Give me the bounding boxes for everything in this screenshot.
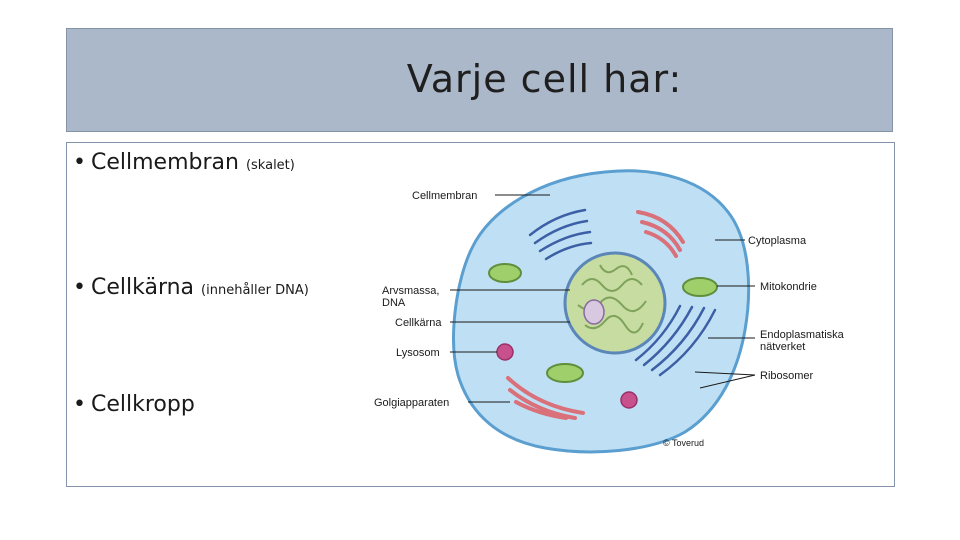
title-banner: Varje cell har: (66, 28, 893, 132)
mitochondrion (546, 363, 584, 383)
label-copyright: © Toverud (663, 438, 704, 448)
label-natverket: nätverket (760, 341, 805, 353)
endoplasmic-reticulum-left (528, 208, 593, 261)
label-cellkarna: Cellkärna (395, 317, 442, 329)
lysosome (496, 343, 514, 361)
bullet-text: Cellkropp (91, 392, 195, 417)
leader-lines (450, 194, 756, 403)
lysosome (620, 391, 638, 409)
slide-title: Varje cell har: (406, 57, 683, 101)
bullet-cellkarna: •Cellkärna (innehåller DNA) (73, 275, 309, 300)
bullet-cellmembran: •Cellmembran (skalet) (73, 150, 295, 175)
label-golgiapparaten: Golgiapparaten (374, 397, 449, 409)
bullet-dot: • (73, 275, 86, 300)
golgi-bottom (506, 376, 585, 420)
label-cellmembran: Cellmembran (412, 190, 477, 202)
bullet-dot: • (73, 392, 86, 417)
bullet-text: Cellkärna (91, 275, 195, 300)
label-mitokondrie: Mitokondrie (760, 281, 817, 293)
label-lysosom: Lysosom (396, 347, 440, 359)
dna-strands (577, 264, 647, 334)
nucleolus (583, 299, 605, 325)
mitochondrion (488, 263, 522, 283)
nucleus (563, 251, 667, 355)
mitochondrion (682, 277, 718, 297)
label-dna: DNA (382, 297, 406, 309)
bullet-text: Cellmembran (91, 150, 239, 175)
label-cytoplasma: Cytoplasma (748, 235, 807, 247)
bullet-note: (innehåller DNA) (201, 283, 309, 298)
label-endoplasmatiska: Endoplasmatiska (760, 329, 845, 341)
endoplasmic-reticulum-right (634, 304, 717, 377)
bullet-cellkropp: •Cellkropp (73, 392, 195, 417)
label-arvsmassa: Arvsmassa, (382, 285, 439, 297)
cell-diagram: Cellmembran Cytoplasma Arvsmassa, DNA Mi… (374, 169, 845, 454)
label-ribosomer: Ribosomer (760, 370, 814, 382)
bullet-dot: • (73, 150, 86, 175)
golgi-top (636, 210, 685, 258)
bullet-note: (skalet) (245, 158, 295, 173)
